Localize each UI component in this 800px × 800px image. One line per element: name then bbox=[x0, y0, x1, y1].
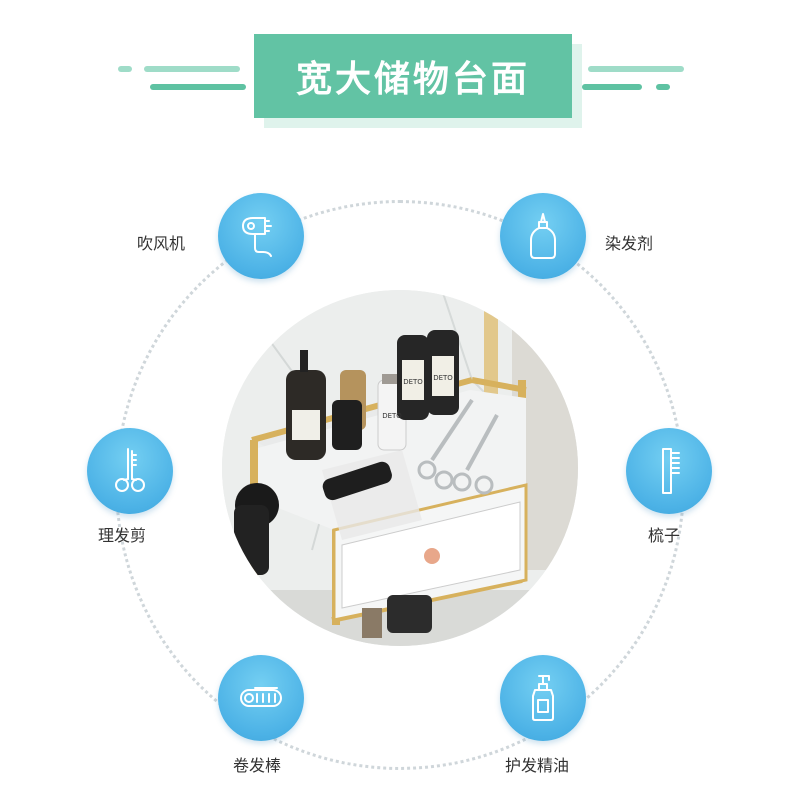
page-title: 宽大储物台面 bbox=[295, 59, 530, 100]
bottle-label: DETO bbox=[382, 412, 402, 420]
feature-curler bbox=[218, 655, 304, 741]
feature-label-hair-oil: 护发精油 bbox=[505, 756, 570, 775]
feature-scissors bbox=[87, 428, 173, 514]
header-dash-right-3 bbox=[656, 84, 670, 90]
feature-hair-dryer bbox=[218, 193, 304, 279]
header-dash-left-3 bbox=[150, 84, 246, 90]
nightstand-illustration: DETO DETO DETO bbox=[222, 290, 578, 646]
header-dash-right-1 bbox=[588, 66, 684, 72]
comb-icon bbox=[662, 448, 680, 494]
header-dash-right-2 bbox=[582, 84, 642, 90]
feature-label-hair-dryer: 吹风机 bbox=[137, 234, 186, 253]
scissors-icon bbox=[115, 448, 145, 492]
pump-bottle-icon bbox=[532, 675, 554, 721]
bottle-label: DETO bbox=[403, 378, 423, 386]
feature-label-hair-dye: 染发剂 bbox=[605, 234, 654, 253]
hair-dryer-icon bbox=[242, 217, 272, 257]
feature-label-curler: 卷发棒 bbox=[233, 756, 282, 775]
header-banner: 宽大储物台面 bbox=[254, 34, 572, 118]
header-dash-left-1 bbox=[118, 66, 132, 72]
feature-label-scissors: 理发剪 bbox=[98, 526, 147, 545]
feature-comb bbox=[626, 428, 712, 514]
feature-label-comb: 梳子 bbox=[648, 526, 681, 545]
curling-iron-icon bbox=[240, 687, 282, 707]
header-dash-left-2 bbox=[144, 66, 240, 72]
feature-hair-dye bbox=[500, 193, 586, 279]
feature-hair-oil bbox=[500, 655, 586, 741]
product-photo: DETO DETO DETO bbox=[222, 290, 578, 646]
dye-bottle-icon bbox=[530, 213, 556, 259]
bottle-label: DETO bbox=[433, 374, 453, 382]
